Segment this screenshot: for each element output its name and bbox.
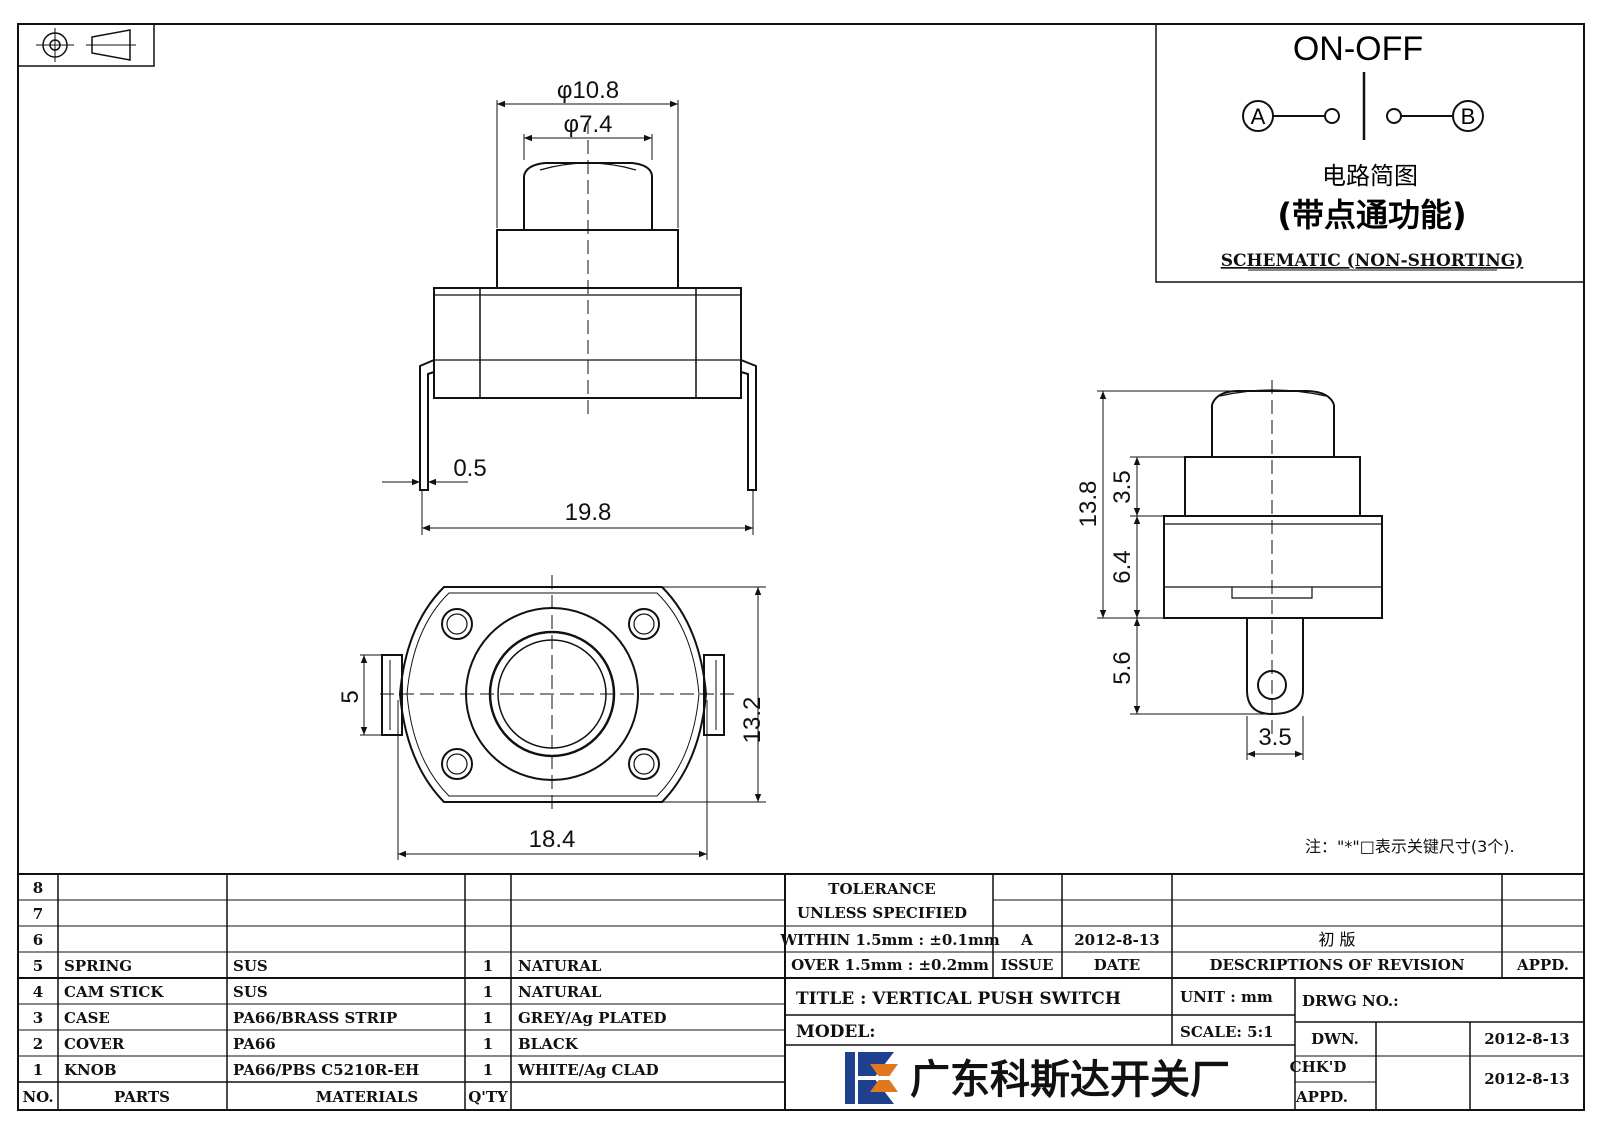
bom-no: 4	[33, 983, 43, 1001]
dwn-label: DWN.	[1311, 1030, 1359, 1048]
bom-finish: BLACK	[518, 1035, 579, 1053]
bom-finish: NATURAL	[518, 983, 602, 1001]
schematic-cn-label-1: 电路简图	[1322, 162, 1418, 190]
dim-side-top-height: 3.5	[1109, 470, 1136, 503]
dim-side-total-height: 13.8	[1075, 481, 1102, 528]
bom-finish: NATURAL	[518, 957, 602, 975]
revision-issue: A	[1020, 931, 1033, 949]
dim-side-pin-length: 5.6	[1109, 651, 1136, 684]
chkd-date: 2012-8-13	[1484, 1070, 1570, 1088]
scale-label: SCALE: 5:1	[1180, 1023, 1274, 1041]
bom-material: SUS	[233, 957, 268, 975]
dwn-date: 2012-8-13	[1484, 1030, 1570, 1048]
company-logo	[845, 1052, 898, 1104]
key-dimension-note: 注："*"□表示关键尺寸(3个).	[1305, 837, 1515, 856]
bom-no: 5	[33, 957, 43, 975]
dim-side-body-height: 6.4	[1109, 550, 1136, 583]
dim-pin-thickness: 0.5	[453, 455, 486, 482]
bom-material: PA66/PBS C5210R-EH	[233, 1061, 419, 1079]
bom-finish: GREY/Ag PLATED	[518, 1009, 667, 1027]
revision-block	[785, 874, 1584, 978]
bom-qty: 1	[483, 1061, 493, 1079]
bom-part: KNOB	[64, 1061, 117, 1079]
schematic-cn-label-2: (带点通功能)	[1277, 196, 1466, 234]
front-view	[382, 100, 757, 535]
bom-part: CASE	[64, 1009, 110, 1027]
bom-header-part: PARTS	[114, 1088, 170, 1106]
bom-qty: 1	[483, 983, 493, 1001]
bom-no: 6	[33, 931, 43, 949]
terminal-b-label: B	[1461, 104, 1476, 129]
bom-finish: WHITE/Ag CLAD	[517, 1061, 659, 1079]
bom-no: 8	[33, 879, 43, 897]
sheet-border	[17, 23, 1585, 1111]
bom-material: PA66	[233, 1035, 276, 1053]
tolerance-line-2: UNLESS SPECIFIED	[797, 904, 967, 922]
tolerance-line-1: TOLERANCE	[828, 880, 935, 898]
bom-qty: 1	[483, 1009, 493, 1027]
dim-knob-inner: φ7.4	[564, 111, 613, 138]
unit-label: UNIT : mm	[1180, 988, 1273, 1006]
appd-label: APPD.	[1516, 956, 1569, 974]
projection-symbol	[17, 23, 155, 67]
bom-qty: 1	[483, 1035, 493, 1053]
bom-part: COVER	[64, 1035, 125, 1053]
desc-label: DESCRIPTIONS OF REVISION	[1209, 956, 1464, 974]
title-block	[785, 978, 1584, 1110]
bom-header-qty: Q'TY	[468, 1088, 508, 1106]
bom-table	[18, 873, 1584, 1110]
company-name: 广东科斯达开关厂	[910, 1057, 1230, 1103]
bom-material: PA66/BRASS STRIP	[233, 1009, 397, 1027]
revision-date: 2012-8-13	[1074, 931, 1160, 949]
side-view	[1097, 380, 1383, 760]
schematic-panel: ON-OFF A B 电路简图 (带点通功能) SCHEMATIC (NON-S…	[1155, 23, 1585, 283]
bom-header-material: MATERIALS	[316, 1088, 419, 1106]
bom-no: 3	[33, 1009, 43, 1027]
schematic-title: ON-OFF	[1293, 30, 1423, 68]
bom-part: CAM STICK	[64, 983, 164, 1001]
dim-side-pin-width: 3.5	[1258, 724, 1291, 751]
tolerance-line-3: WITHIN 1.5mm : ±0.1mm	[779, 931, 1000, 949]
tolerance-line-4: OVER 1.5mm : ±0.2mm	[791, 956, 989, 974]
bom-no: 1	[33, 1061, 43, 1079]
revision-description: 初 版	[1318, 930, 1355, 949]
schematic-caption: SCHEMATIC (NON-SHORTING)	[1221, 251, 1524, 271]
bom-no: 7	[33, 905, 43, 923]
appd-title-label: APPD.	[1295, 1088, 1348, 1106]
bom-part: SPRING	[64, 957, 132, 975]
dim-front-width: 19.8	[565, 499, 612, 526]
dim-knob-outer: φ10.8	[557, 77, 619, 104]
dim-bottom-height: 13.2	[739, 697, 766, 744]
dim-tab-width: 5	[337, 690, 364, 703]
chkd-label: CHK'D	[1290, 1058, 1347, 1076]
bom-header-no: NO.	[22, 1088, 53, 1106]
issue-label: ISSUE	[1001, 956, 1054, 974]
drawing-title: TITLE : VERTICAL PUSH SWITCH	[796, 989, 1121, 1009]
drwg-no-label: DRWG NO.:	[1302, 992, 1399, 1010]
dim-bottom-width: 18.4	[529, 826, 576, 853]
date-label: DATE	[1094, 956, 1140, 974]
bottom-view	[360, 575, 766, 860]
terminal-a-label: A	[1251, 104, 1266, 129]
bom-material: SUS	[233, 983, 268, 1001]
bom-no: 2	[33, 1035, 43, 1053]
bom-qty: 1	[483, 957, 493, 975]
model-label: MODEL:	[796, 1022, 876, 1042]
bom-rows: 8 7 6 5 SPRING SUS 1 NATURAL 4 CAM STICK…	[22, 879, 666, 1106]
